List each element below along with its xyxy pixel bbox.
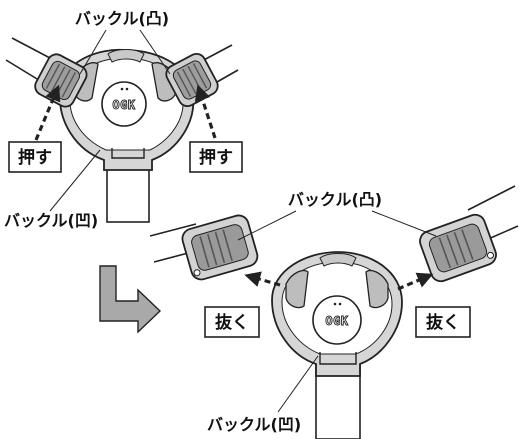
label-push-left: 押す [18,147,52,168]
pull-arrow-right [397,272,434,291]
top-leader-lines [49,29,171,212]
top-strap-left [5,37,51,83]
label-top-buckle-convex: バックル(凸) [75,9,169,28]
logo-ogk-top: OGK [112,98,135,112]
transition-arrow [99,265,162,334]
pull-arrow-left [244,271,281,287]
label-bottom-buckle-concave: バックル(凹) [207,415,301,434]
label-top-buckle-concave: バックル(凹) [4,211,98,230]
bottom-buckle-convex-right [419,213,497,283]
label-pull-right: 抜く [426,312,460,333]
label-push-right: 押す [199,147,233,168]
push-box-left: 押す [8,141,62,173]
label-pull-left: 抜く [215,312,249,333]
push-box-right: 押す [189,141,243,173]
top-assembly: OGK [5,29,239,223]
label-bottom-buckle-convex: バックル(凸) [288,190,382,209]
bottom-buckle-convex-left [181,214,259,281]
top-buckle-concave-body: OGK [59,48,195,171]
pull-box-left: 抜く [204,306,260,338]
push-arrow-left [34,84,61,141]
push-arrow-right [194,84,217,139]
bottom-leader-lines [237,210,437,413]
bottom-buckle-concave-body: OGK [271,251,403,377]
bottom-assembly: OGK [149,185,519,439]
logo-ogk-bottom: OGK [325,314,348,328]
pull-box-right: 抜く [415,306,471,338]
